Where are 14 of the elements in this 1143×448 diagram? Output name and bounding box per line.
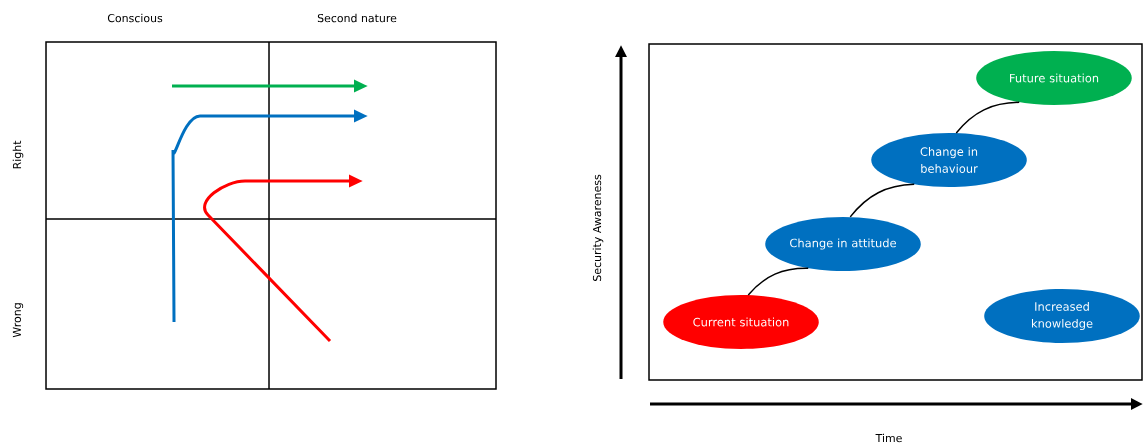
axis-label: Time xyxy=(875,433,902,443)
ellipse-node: Change in attitude xyxy=(765,217,921,271)
ellipse-node: Current situation xyxy=(663,295,819,349)
connector-line xyxy=(849,183,915,218)
ellipse-node: Future situation xyxy=(976,51,1132,105)
ellipse-node: Increased knowledge xyxy=(984,289,1140,343)
connector-line xyxy=(747,267,809,296)
axis-label: Wrong xyxy=(12,303,24,338)
axis-label: Conscious xyxy=(107,13,163,23)
axis-label: Second nature xyxy=(317,13,397,23)
connector-line xyxy=(955,101,1020,134)
axis-label: Right xyxy=(12,140,24,169)
ellipse-node: Change in behaviour xyxy=(871,133,1027,187)
axis-label: Security Awareness xyxy=(592,174,604,281)
